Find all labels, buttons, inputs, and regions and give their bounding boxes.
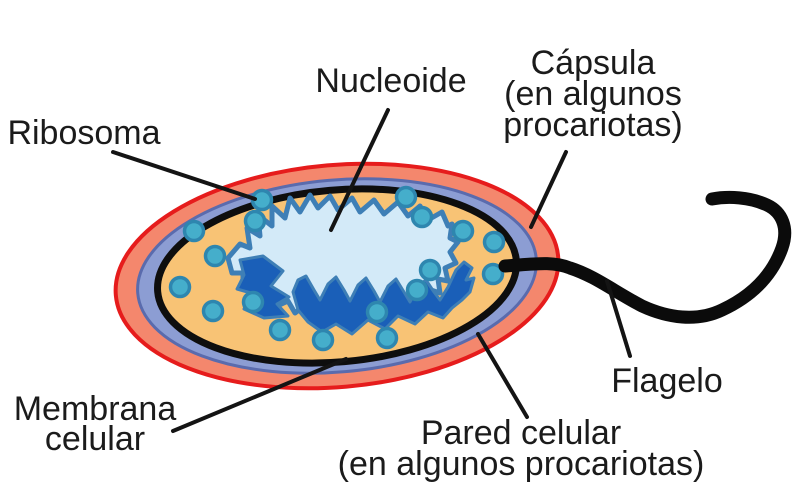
ribosome-dot <box>418 258 442 282</box>
ribosome-leader-line <box>111 150 257 201</box>
capsule-label: Cápsula (en algunos procariotas) <box>483 44 703 144</box>
ribosome-dot <box>168 275 192 299</box>
cell-wall-leader-line <box>476 332 529 419</box>
ribosome-dot <box>201 299 225 323</box>
nucleoid-label: Nucleoide <box>315 62 467 100</box>
cell-wall-label-line1: Pared celular <box>420 414 622 452</box>
ribosome-dot <box>482 230 506 254</box>
nucleoid-leader-line <box>329 108 390 232</box>
membrane-leader-line <box>171 357 348 433</box>
ribosome-dot <box>243 209 267 233</box>
membrane-label: Membrana celular <box>0 390 190 458</box>
ribosome-dot <box>451 219 475 243</box>
cell-wall-label: Pared celular (en algunos procariotas) <box>311 414 731 483</box>
membrane-label-line2: celular <box>44 420 146 458</box>
ribosome-dot <box>365 300 389 324</box>
ribosome-label: Ribosoma <box>7 114 161 152</box>
ribosome-dot <box>182 219 206 243</box>
ribosome-dot <box>203 244 227 268</box>
flagellum-leader-line <box>605 279 632 358</box>
capsule-label-line3: procariotas) <box>503 106 683 144</box>
nucleoid-dense-patch-main <box>291 260 476 336</box>
ribosome-dot <box>375 326 399 350</box>
ribosome-dot <box>405 278 429 302</box>
membrane-label-line1: Membrana <box>13 390 177 428</box>
ribosome-dot <box>410 205 434 229</box>
ribosome-dot <box>481 262 505 286</box>
flagellum <box>498 190 792 324</box>
ribosome-dot <box>394 185 418 209</box>
cell-wall-label-line2: (en algunos procariotas) <box>337 445 705 483</box>
capsule-label-line2: (en algunos <box>504 75 682 113</box>
ribosome-dot <box>241 290 265 314</box>
leader-lines-group <box>111 108 632 433</box>
ribosomes-group <box>168 185 506 352</box>
flagellum-label: Flagelo <box>611 362 723 400</box>
capsule-label-line1: Cápsula <box>530 44 656 82</box>
capsule-leader-line <box>529 150 568 229</box>
ribosome-dot <box>311 328 335 352</box>
ribosome-dot <box>268 318 292 342</box>
